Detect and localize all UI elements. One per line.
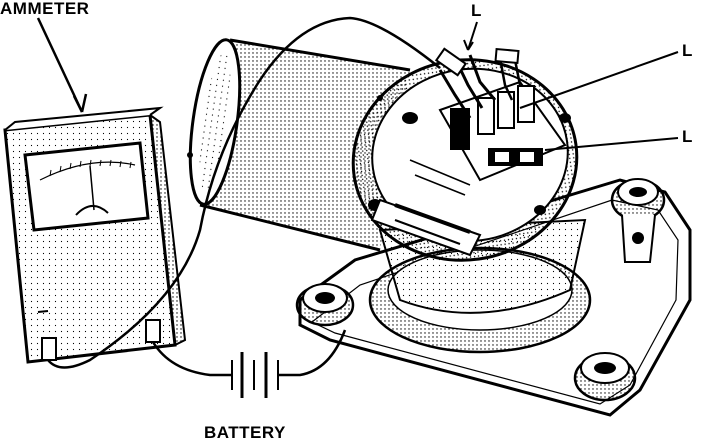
lead-label-right-upper: L: [682, 41, 693, 60]
test-leads: [434, 47, 522, 119]
callout-lines: [36, 17, 679, 151]
wires: [47, 16, 441, 377]
mount-boss-left: [295, 283, 355, 327]
terminal-block: [370, 80, 567, 257]
battery-label: BATTERY: [204, 423, 286, 442]
gear-housing: [368, 218, 592, 354]
mount-boss-bottom-right: [573, 352, 637, 402]
ammeter-device: [3, 106, 187, 364]
mount-boss-top-right: [610, 178, 666, 263]
lead-label-right-lower: L: [682, 127, 693, 146]
battery-symbol: [231, 352, 279, 398]
lead-label-top: L: [471, 1, 482, 20]
ammeter-label: AMMETER: [0, 0, 90, 18]
